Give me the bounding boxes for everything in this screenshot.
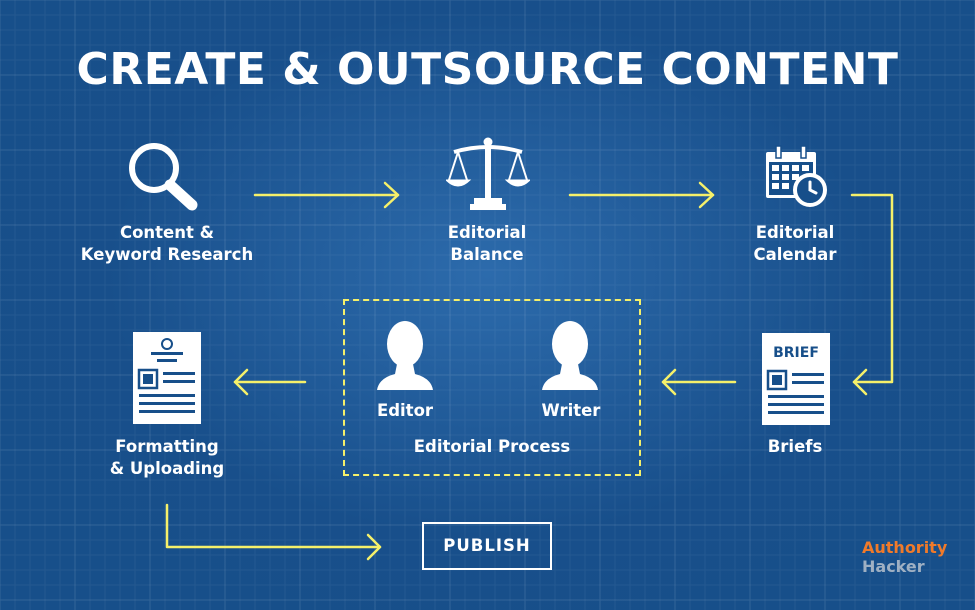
step-balance-line1: Editorial xyxy=(447,223,527,242)
step-research-line2: Keyword Research xyxy=(80,245,254,264)
editor-person-icon xyxy=(377,321,433,390)
step-formatting-line2: & Uploading xyxy=(109,459,225,478)
brand-line1: Authority xyxy=(862,538,948,557)
step-research-label: Content & Keyword Research xyxy=(72,222,262,266)
step-calendar-line1: Editorial xyxy=(755,223,835,242)
step-balance-label: Editorial Balance xyxy=(417,222,557,266)
authority-hacker-logo: Authority Hacker xyxy=(862,538,947,576)
editorial-process-box xyxy=(343,299,641,476)
step-research-line1: Content & xyxy=(119,223,215,242)
step-balance-line2: Balance xyxy=(450,245,524,264)
brand-line2: Hacker xyxy=(862,557,925,576)
writer-person-icon xyxy=(542,321,598,390)
arrow-formatting-to-publish xyxy=(165,503,382,561)
scales-icon xyxy=(446,137,530,210)
editorial-process-label: Editorial Process xyxy=(413,437,571,456)
document-upload-icon xyxy=(133,332,201,424)
arrow-briefs-to-process xyxy=(661,368,737,396)
step-briefs-label: Briefs xyxy=(767,437,823,456)
arrow-balance-to-calendar xyxy=(568,181,715,209)
arrow-calendar-to-briefs xyxy=(850,193,894,396)
arrow-research-to-balance xyxy=(253,181,400,209)
editor-label: Editor xyxy=(376,401,434,420)
calendar-clock-icon xyxy=(766,145,827,207)
step-calendar-label: Editorial Calendar xyxy=(725,222,865,266)
step-formatting-label: Formatting & Uploading xyxy=(87,436,247,480)
step-calendar-line2: Calendar xyxy=(753,245,837,264)
publish-box: PUBLISH xyxy=(422,522,552,570)
step-formatting-line1: Formatting xyxy=(115,437,219,456)
writer-label: Writer xyxy=(541,401,601,420)
magnifying-glass-icon xyxy=(129,143,198,211)
brief-document-icon: BRIEF xyxy=(762,333,830,425)
brief-doc-heading: BRIEF xyxy=(773,345,819,361)
diagram-title: CREATE & OUTSOURCE CONTENT xyxy=(76,44,899,95)
arrow-process-to-formatting xyxy=(233,368,307,396)
